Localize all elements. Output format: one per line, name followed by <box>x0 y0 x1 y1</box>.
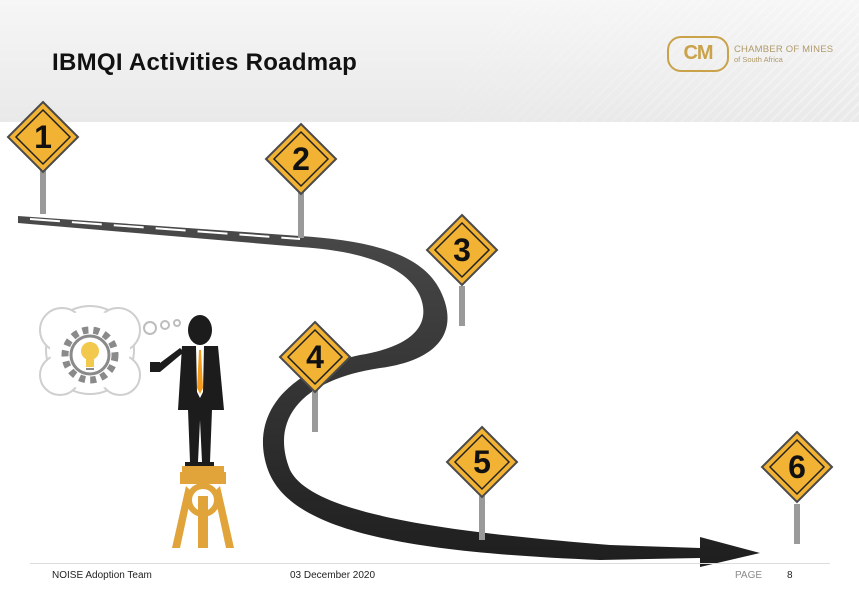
footer-team: NOISE Adoption Team <box>52 570 152 581</box>
footer-page-label: PAGE <box>735 570 762 581</box>
businessman-figure <box>150 315 224 466</box>
footer-page-number: 8 <box>787 570 793 581</box>
sign-number-2: 2 <box>281 139 321 179</box>
sign-number-6: 6 <box>777 447 817 487</box>
footer-divider <box>30 563 830 564</box>
sign-number-5: 5 <box>462 442 502 482</box>
mine-headgear-icon <box>172 466 234 548</box>
sign-number-3: 3 <box>442 230 482 270</box>
sign-number-4: 4 <box>295 337 335 377</box>
sign-number-1: 1 <box>23 117 63 157</box>
footer-date: 03 December 2020 <box>290 570 375 581</box>
